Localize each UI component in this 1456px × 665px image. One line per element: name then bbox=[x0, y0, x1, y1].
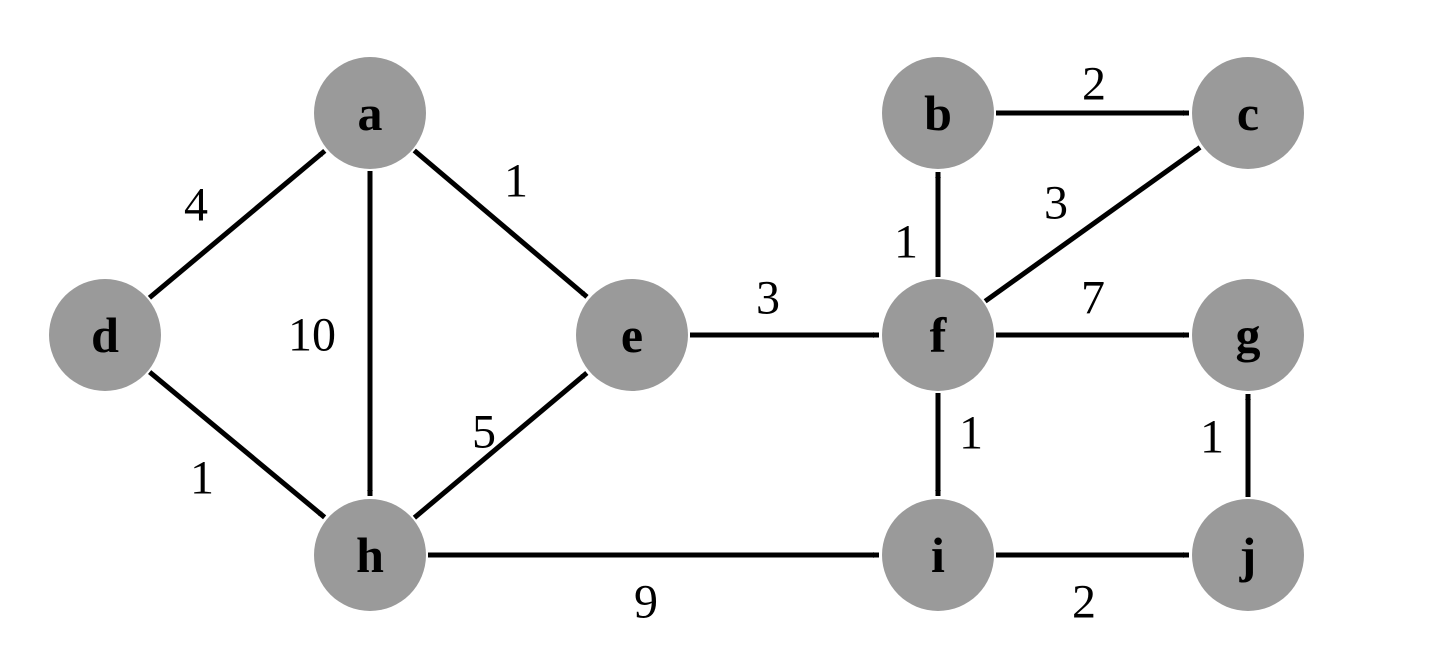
node-circle-g bbox=[1192, 279, 1304, 391]
node-circle-f bbox=[882, 279, 994, 391]
edge-f-c bbox=[983, 145, 1202, 304]
node-label-c: c bbox=[1237, 85, 1259, 141]
edge-weight-h-e: 5 bbox=[472, 406, 496, 459]
node-e: e bbox=[576, 279, 688, 391]
edge-h-e bbox=[412, 371, 589, 520]
node-circle-c bbox=[1192, 57, 1304, 169]
edge-weight-d-a: 4 bbox=[184, 179, 208, 232]
edge-weight-h-i: 9 bbox=[634, 576, 658, 629]
node-b: b bbox=[882, 57, 994, 169]
node-label-j: j bbox=[1239, 527, 1257, 583]
node-circle-i bbox=[882, 499, 994, 611]
node-circle-a bbox=[314, 57, 426, 169]
node-f: f bbox=[882, 279, 994, 391]
edge-weight-a-e: 1 bbox=[504, 155, 528, 208]
node-label-a: a bbox=[358, 85, 383, 141]
node-label-i: i bbox=[931, 527, 945, 583]
edge-weight-e-f: 3 bbox=[756, 272, 780, 325]
node-label-g: g bbox=[1236, 307, 1261, 363]
node-circle-e bbox=[576, 279, 688, 391]
node-circle-h bbox=[314, 499, 426, 611]
edge-weight-a-h: 10 bbox=[288, 309, 336, 362]
edge-weight-d-h: 1 bbox=[190, 452, 214, 505]
nodes-layer: a b c d e f g h i j bbox=[49, 57, 1304, 611]
node-circle-j bbox=[1192, 499, 1304, 611]
node-label-b: b bbox=[924, 85, 952, 141]
edge-a-e bbox=[412, 148, 589, 299]
node-a: a bbox=[314, 57, 426, 169]
edge-weight-b-c: 2 bbox=[1082, 58, 1106, 111]
edge-weight-f-i: 1 bbox=[959, 407, 983, 460]
node-c: c bbox=[1192, 57, 1304, 169]
edge-d-h bbox=[148, 370, 327, 520]
node-circle-d bbox=[49, 279, 161, 391]
edge-weight-f-b: 1 bbox=[894, 216, 918, 269]
edge-weight-f-c: 3 bbox=[1044, 177, 1068, 230]
node-g: g bbox=[1192, 279, 1304, 391]
node-d: d bbox=[49, 279, 161, 391]
node-label-f: f bbox=[930, 307, 948, 363]
node-circle-b bbox=[882, 57, 994, 169]
node-h: h bbox=[314, 499, 426, 611]
node-i: i bbox=[882, 499, 994, 611]
edge-weight-f-g: 7 bbox=[1081, 272, 1105, 325]
node-j: j bbox=[1192, 499, 1304, 611]
edge-weight-i-j: 2 bbox=[1072, 576, 1096, 629]
node-label-e: e bbox=[621, 307, 643, 363]
edge-d-a bbox=[147, 148, 327, 300]
edge-weight-j-g: 1 bbox=[1200, 411, 1224, 464]
node-label-d: d bbox=[91, 307, 119, 363]
node-label-h: h bbox=[356, 527, 384, 583]
